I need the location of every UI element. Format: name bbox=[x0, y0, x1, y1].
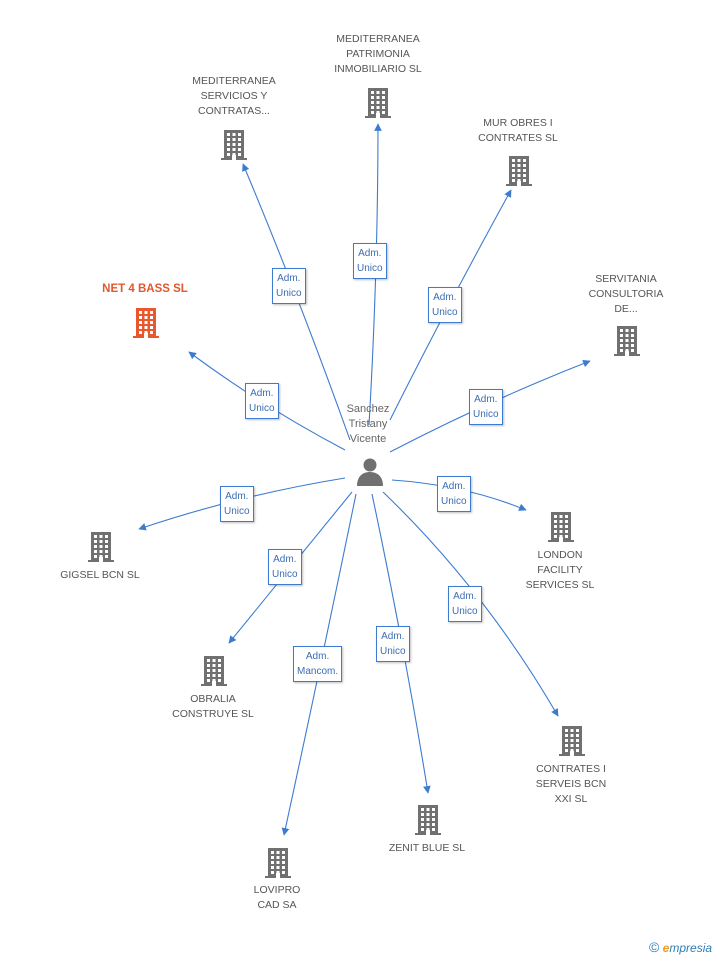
building-icon bbox=[365, 88, 391, 118]
company-label: GIGSEL BCN SL bbox=[60, 569, 140, 581]
building-icon bbox=[88, 532, 114, 562]
building-icon bbox=[201, 656, 227, 686]
role-label-gigsel-bcn[interactable]: Adm. Unico bbox=[220, 486, 254, 522]
company-node-mediterranea-patrimonia[interactable]: MEDITERRANEA PATRIMONIA INMOBILIARIO SL bbox=[318, 32, 438, 118]
brand-first-letter: e bbox=[662, 941, 670, 955]
empresia-brand[interactable]: © empresia bbox=[649, 939, 712, 955]
company-label: OBRALIA CONSTRUYE SL bbox=[172, 693, 254, 720]
role-label-obralia-construye[interactable]: Adm. Unico bbox=[268, 549, 302, 585]
brand-rest: mpresia bbox=[669, 941, 713, 955]
role-label-lovipro-cad[interactable]: Adm. Mancom. bbox=[293, 646, 343, 682]
building-icon bbox=[548, 512, 574, 542]
building-icon bbox=[506, 156, 532, 186]
building-icon bbox=[221, 130, 247, 160]
role-label-london-facility[interactable]: Adm. Unico bbox=[437, 476, 471, 512]
role-label-mediterranea-servicios[interactable]: Adm. Unico bbox=[272, 268, 306, 304]
role-label-mur-obres[interactable]: Adm. Unico bbox=[428, 287, 462, 323]
company-label: LOVIPRO CAD SA bbox=[253, 884, 301, 911]
company-label: SERVITANIA CONSULTORIA DE... bbox=[588, 273, 664, 315]
company-label: ZENIT BLUE SL bbox=[388, 842, 466, 854]
building-icon bbox=[415, 805, 441, 835]
role-label-servitania[interactable]: Adm. Unico bbox=[469, 389, 503, 425]
company-node-net-4-bass[interactable]: NET 4 BASS SL bbox=[85, 282, 205, 338]
center-person-name: Sanchez Tristany Vicente bbox=[346, 403, 390, 445]
company-label: NET 4 BASS SL bbox=[102, 283, 188, 295]
role-label-net-4-bass[interactable]: Adm. Unico bbox=[245, 383, 279, 419]
person-icon bbox=[357, 458, 383, 486]
company-label: CONTRATES I SERVEIS BCN XXI SL bbox=[535, 763, 607, 805]
copyright-icon: © bbox=[649, 939, 660, 955]
building-icon bbox=[559, 726, 585, 756]
building-icon bbox=[133, 308, 159, 338]
company-label: LONDON FACILITY SERVICES SL bbox=[525, 549, 595, 591]
company-node-servitania[interactable]: SERVITANIA CONSULTORIA DE... bbox=[566, 272, 686, 356]
company-label: MUR OBRES I CONTRATES SL bbox=[478, 117, 558, 144]
role-label-mediterranea-patrimonia[interactable]: Adm. Unico bbox=[353, 243, 387, 279]
company-node-mur-obres[interactable]: MUR OBRES I CONTRATES SL bbox=[458, 116, 578, 186]
company-label: MEDITERRANEA SERVICIOS Y CONTRATAS... bbox=[192, 75, 276, 117]
building-icon bbox=[614, 326, 640, 356]
role-label-contrates-serveis[interactable]: Adm. Unico bbox=[448, 586, 482, 622]
building-icon bbox=[265, 848, 291, 878]
company-label: MEDITERRANEA PATRIMONIA INMOBILIARIO SL bbox=[334, 33, 422, 75]
company-node-mediterranea-servicios[interactable]: MEDITERRANEA SERVICIOS Y CONTRATAS... bbox=[174, 74, 294, 160]
role-label-zenit-blue[interactable]: Adm. Unico bbox=[376, 626, 410, 662]
